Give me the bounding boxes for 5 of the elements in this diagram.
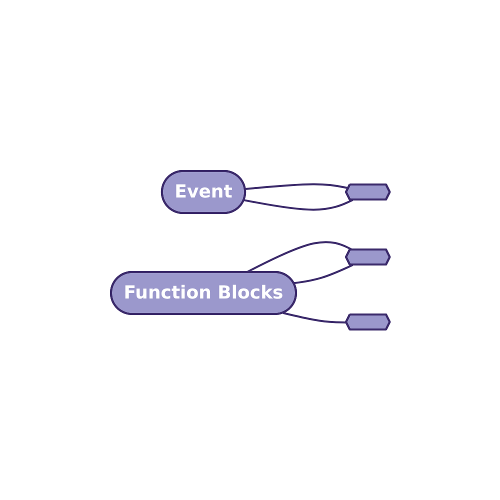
connector	[244, 198, 353, 210]
connector	[245, 240, 353, 274]
connector	[244, 182, 348, 190]
connector	[293, 264, 353, 284]
connector	[282, 312, 346, 324]
